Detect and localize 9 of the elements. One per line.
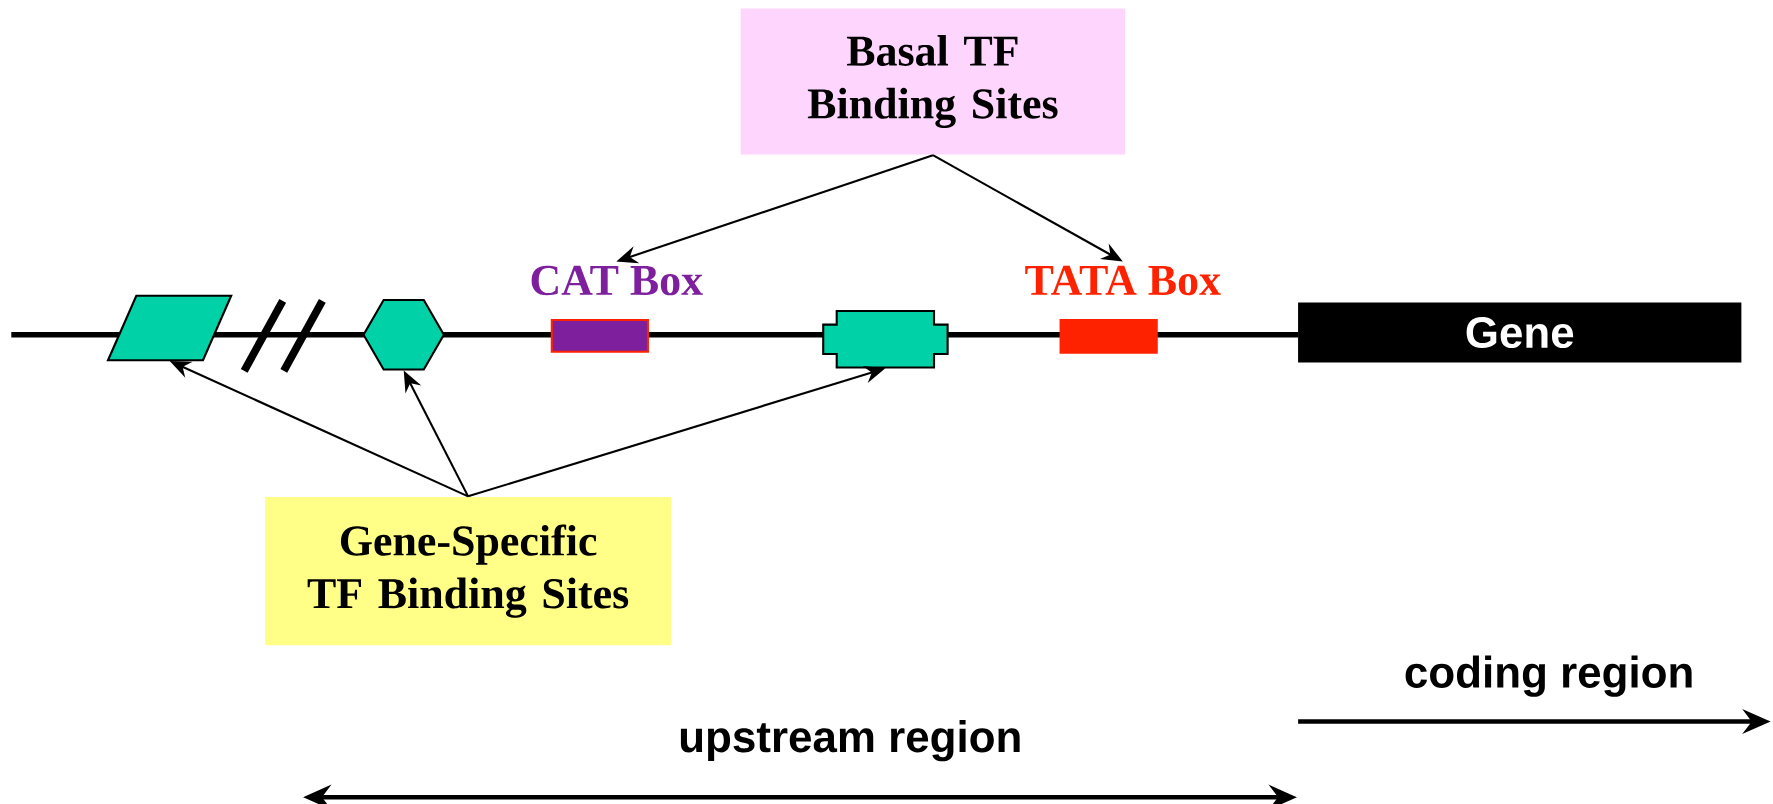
region-label: upstream region [680,720,1020,762]
site-label: CAT Box [531,265,703,296]
parallelogram-site [106,294,233,362]
notched-box-site [822,309,949,369]
label-box: Basal TF Binding Sites [740,8,1126,155]
gene-box: Gene [1298,302,1742,363]
region-label: coding region [1405,655,1692,697]
site-label: TATA Box [1025,265,1221,296]
label-box: Gene-Specific TF Binding Sites [265,497,672,646]
